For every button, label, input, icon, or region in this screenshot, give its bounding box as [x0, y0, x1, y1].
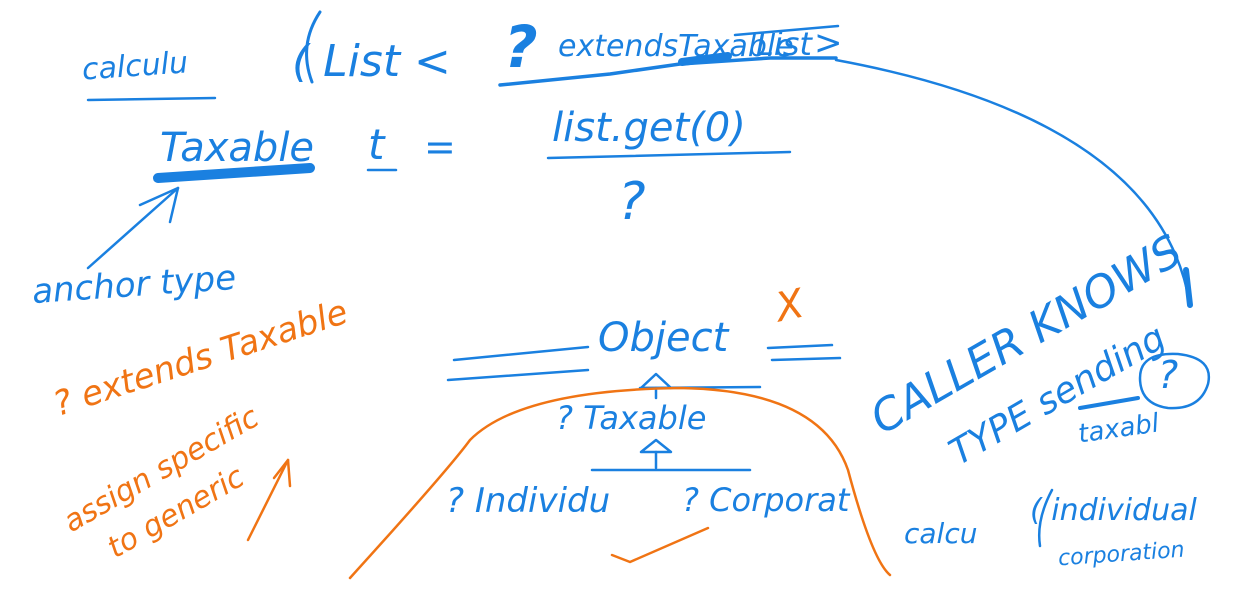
object-node: Object	[598, 315, 729, 361]
curve-arrow-end	[1183, 267, 1193, 308]
scope-arc	[348, 386, 892, 580]
extends-underline-thick	[678, 52, 732, 66]
question-circle	[1138, 352, 1211, 410]
taxable-type-label: Taxable	[160, 125, 315, 171]
circled-question-mark: ?	[1158, 353, 1179, 397]
corporate-check	[610, 526, 710, 564]
list-get-underline	[546, 150, 792, 160]
open-paren-stroke	[305, 10, 322, 84]
corporate-node: ? Corporat	[682, 481, 850, 519]
inherit-triangle-bottom	[639, 438, 673, 454]
list-close-bracket: >	[814, 23, 843, 63]
list-struck-text: List	[756, 25, 812, 63]
calculate-note: calculu	[80, 45, 190, 88]
equals-sign: =	[424, 125, 456, 169]
orange-arrow-shaft	[246, 458, 290, 542]
calc-right-note: calcu	[904, 517, 978, 550]
caller-curve-arrow	[834, 58, 1192, 307]
right-brace-stroke	[1038, 488, 1054, 548]
orange-arrow-head	[272, 458, 292, 488]
strike-through-line	[733, 24, 840, 37]
individual-node: ? Individu	[446, 481, 611, 521]
anchor-arrow-head	[138, 186, 180, 224]
anchor-arrow-shaft	[86, 186, 180, 270]
list-declaration: ( List <	[292, 36, 451, 87]
wildcard-question-mark: ?	[504, 13, 538, 81]
object-right-line-2	[770, 356, 842, 362]
inherit-triangle-top	[639, 372, 673, 390]
object-left-line-1	[452, 345, 590, 362]
object-right-line-1	[766, 343, 834, 350]
center-question-mark: ?	[618, 172, 646, 232]
taxable-highlight	[153, 163, 315, 183]
list-get-call: list.get(0)	[552, 105, 746, 151]
extends-taxable-text: extendsTaxable	[558, 29, 794, 64]
individual-right-note: ( individual	[1030, 493, 1197, 528]
calculu-underline	[86, 96, 217, 102]
object-left-line-2	[446, 368, 590, 382]
circle-pointer	[1078, 396, 1140, 410]
taxable-node: ? Taxable	[556, 399, 707, 437]
variable-t: t	[368, 120, 385, 169]
